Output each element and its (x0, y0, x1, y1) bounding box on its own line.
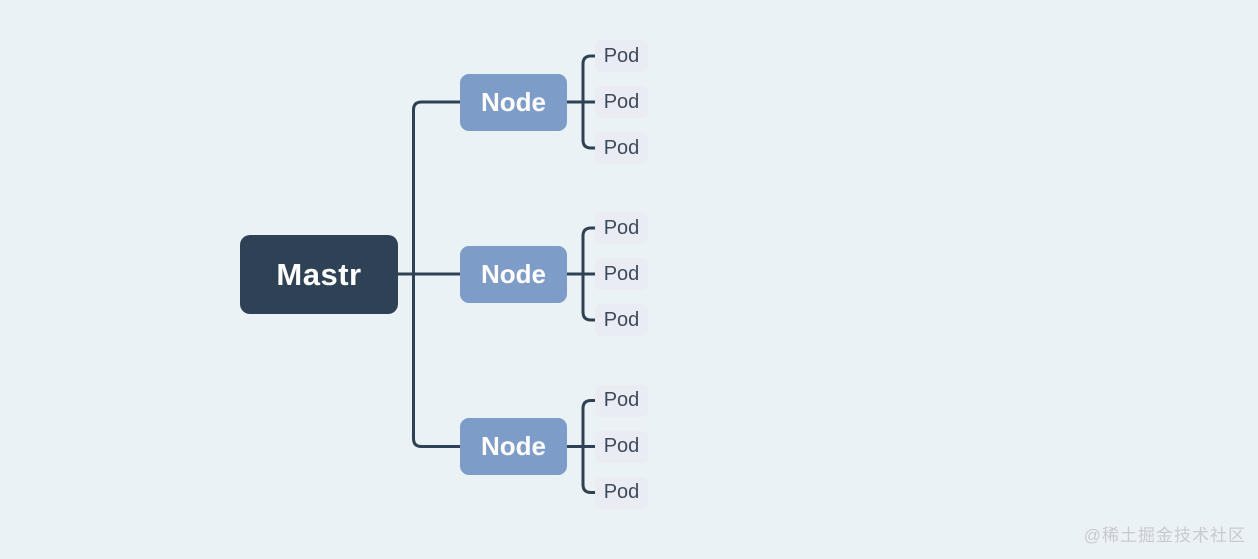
node-label: Node (481, 86, 546, 117)
connector-node3-pod-up (581, 399, 597, 448)
connector-node3-pod-down (581, 445, 597, 494)
node-box-1[interactable]: Node (460, 73, 567, 131)
pod-label: Pod (603, 481, 640, 503)
pod-label: Pod (603, 262, 640, 285)
node-label: Node (481, 258, 546, 289)
pod-box-3-1[interactable]: Pod (595, 384, 648, 417)
pod-box-3-3[interactable]: Pod (595, 476, 648, 509)
pod-box-1-3[interactable]: Pod (595, 132, 648, 164)
pod-label: Pod (603, 308, 640, 331)
connector-node2-pod-up (581, 226, 597, 276)
connector-node2-pod-down (581, 272, 597, 322)
pod-label: Pod (603, 90, 640, 113)
pod-box-1-1[interactable]: Pod (595, 40, 648, 72)
pod-box-2-2[interactable]: Pod (595, 258, 648, 290)
connector-node1-pod-down (581, 100, 597, 150)
pod-box-2-3[interactable]: Pod (595, 304, 648, 336)
node-label: Node (481, 431, 546, 461)
connector-trunk-down (412, 272, 462, 448)
pod-label: Pod (603, 44, 640, 67)
node-box-3[interactable]: Node (460, 418, 567, 475)
connector-trunk-up (412, 100, 462, 276)
pod-label: Pod (603, 389, 640, 411)
root-node-label: Mastr (276, 256, 362, 292)
pod-box-1-2[interactable]: Pod (595, 86, 648, 118)
node-box-2[interactable]: Node (460, 245, 567, 303)
pod-label: Pod (603, 435, 640, 457)
pod-box-2-1[interactable]: Pod (595, 212, 648, 244)
pod-label: Pod (603, 216, 640, 239)
pod-label: Pod (603, 136, 640, 159)
root-node-mastr[interactable]: Mastr (240, 235, 398, 314)
connector-node1-pod-up (581, 54, 597, 104)
watermark: @稀土掘金技术社区 (1083, 526, 1246, 545)
pod-box-3-2[interactable]: Pod (595, 430, 648, 463)
